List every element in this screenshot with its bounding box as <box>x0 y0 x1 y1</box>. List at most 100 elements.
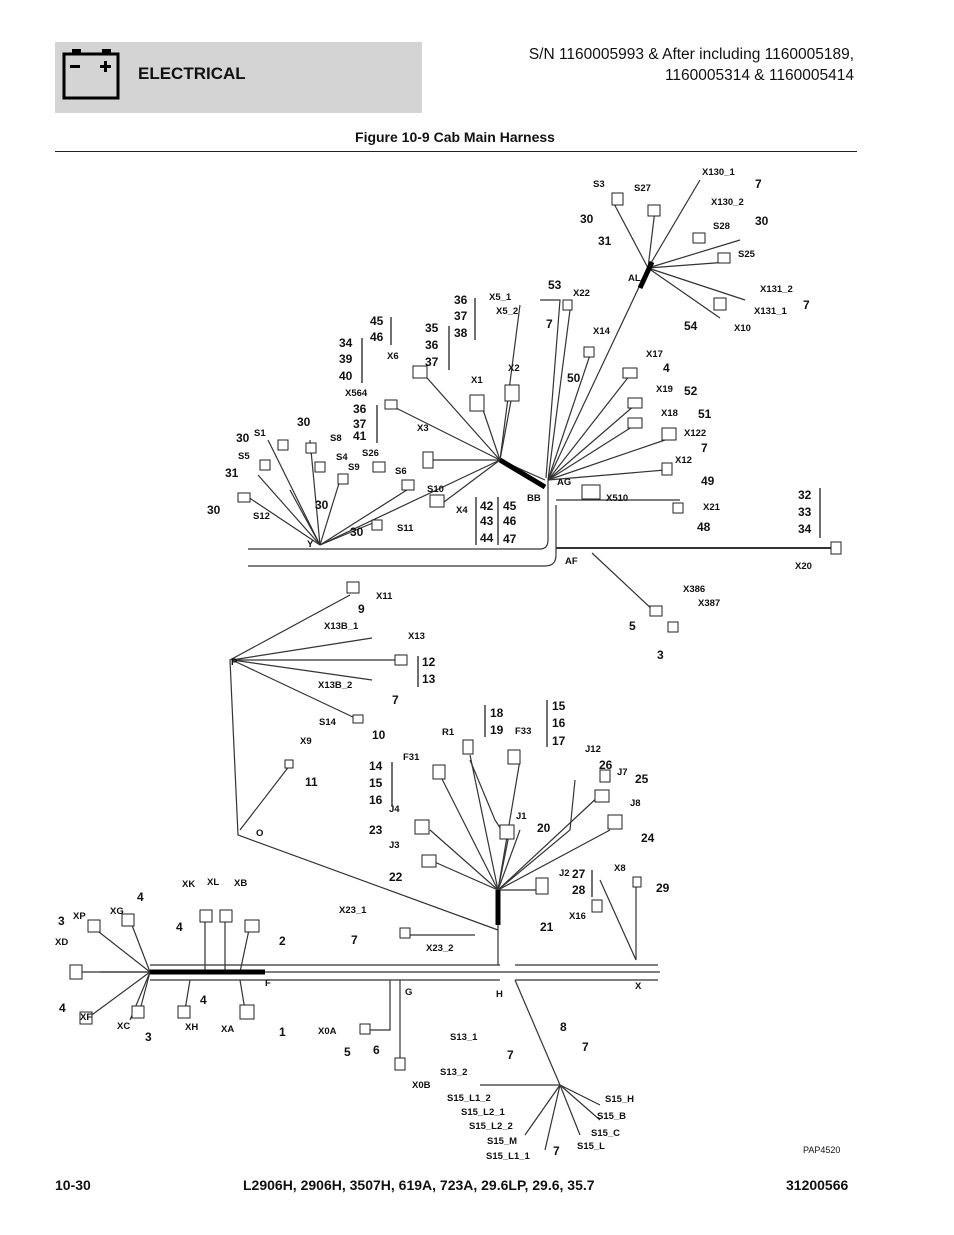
label-S1: S1 <box>254 428 266 439</box>
label-S10: S10 <box>427 484 444 495</box>
callout: 39 <box>339 352 353 366</box>
label-X6: X6 <box>387 351 399 362</box>
callout: 11 <box>305 775 318 789</box>
label-F: F <box>265 978 271 989</box>
label-X131_2: X131_2 <box>760 284 793 295</box>
callout: 19 <box>490 723 504 737</box>
label-P: P <box>231 657 238 668</box>
label-X5_1: X5_1 <box>489 292 512 303</box>
label-X0B: X0B <box>412 1080 431 1091</box>
label-S15_L1_1: S15_L1_1 <box>486 1151 531 1162</box>
bundle-wrap <box>150 260 655 975</box>
callout: 17 <box>552 734 566 748</box>
callout: 7 <box>582 1040 589 1054</box>
label-X5_2: X5_2 <box>496 306 518 317</box>
reference-labels: S3 S27 X130_1 X130_2 S28 S25 AL X131_2 X… <box>55 167 812 1162</box>
label-X22: X22 <box>573 288 590 299</box>
callout: 35 <box>425 321 439 335</box>
callout: 4 <box>176 920 183 934</box>
label-XF: XF <box>80 1012 92 1023</box>
callout: 30 <box>350 525 364 539</box>
label-X386: X386 <box>683 584 705 595</box>
label-X13B_2: X13B_2 <box>318 680 352 691</box>
callout: 31 <box>598 234 612 248</box>
callout: 29 <box>656 881 670 895</box>
label-S26: S26 <box>362 448 379 459</box>
label-X: X <box>635 981 642 992</box>
callout: 45 <box>503 499 517 513</box>
callout: 41 <box>353 429 367 443</box>
label-S27: S27 <box>634 183 651 194</box>
callout: 46 <box>370 330 384 344</box>
label-AF: AF <box>565 556 578 567</box>
label-J12: J12 <box>585 744 601 755</box>
callout: 2 <box>279 934 286 948</box>
callout: 3 <box>657 648 664 662</box>
label-X12: X12 <box>675 455 692 466</box>
label-S15_M: S15_M <box>487 1136 517 1147</box>
label-S5: S5 <box>238 451 250 462</box>
label-X122: X122 <box>684 428 706 439</box>
label-S15_L2_2: S15_L2_2 <box>469 1121 513 1132</box>
callout: 16 <box>369 793 383 807</box>
callout: 30 <box>580 212 594 226</box>
callout: 7 <box>553 1144 560 1158</box>
label-X387: X387 <box>698 598 720 609</box>
label-J8: J8 <box>630 798 641 809</box>
label-Y: Y <box>307 539 314 550</box>
label-S15_B: S15_B <box>597 1111 626 1122</box>
callout: 31 <box>225 466 239 480</box>
callout: 45 <box>370 314 384 328</box>
callout: 38 <box>454 326 468 340</box>
label-S14: S14 <box>319 717 337 728</box>
label-H: H <box>496 989 503 1000</box>
label-X18: X18 <box>661 408 678 419</box>
callout: 12 <box>422 655 436 669</box>
callout: 1 <box>279 1025 286 1039</box>
label-X130_2: X130_2 <box>711 197 744 208</box>
label-XK: XK <box>182 879 195 890</box>
label-X20: X20 <box>795 561 812 572</box>
callout: 7 <box>351 933 358 947</box>
label-XD: XD <box>55 937 68 948</box>
label-X510: X510 <box>606 493 628 504</box>
callout: 51 <box>698 407 712 421</box>
label-S15_C: S15_C <box>591 1128 620 1139</box>
label-X13B_1: X13B_1 <box>324 621 359 632</box>
callout: 15 <box>552 699 566 713</box>
label-XG: XG <box>110 906 124 917</box>
callout: 37 <box>425 355 439 369</box>
model-list: L2906H, 2906H, 3507H, 619A, 723A, 29.6LP… <box>243 1177 595 1193</box>
label-XB: XB <box>234 878 247 889</box>
label-X21: X21 <box>703 502 721 513</box>
callout: 28 <box>572 883 586 897</box>
label-X1: X1 <box>471 375 483 386</box>
callout: 27 <box>572 867 586 881</box>
label-XL: XL <box>207 877 219 888</box>
callout: 4 <box>137 890 144 904</box>
label-X2: X2 <box>508 363 520 374</box>
callout: 36 <box>353 402 367 416</box>
callout: 47 <box>503 532 517 546</box>
serial-line-2: 1160005314 & 1160005414 <box>664 67 854 84</box>
callout: 30 <box>207 503 221 517</box>
label-X4: X4 <box>456 505 468 516</box>
label-S15_H: S15_H <box>605 1094 634 1105</box>
callout: 42 <box>480 499 494 513</box>
label-O: O <box>256 828 263 839</box>
callout: 4 <box>200 993 207 1007</box>
serial-line-1: S/N 1160005993 & After including 1160005… <box>528 46 854 63</box>
label-S13_2: S13_2 <box>440 1067 467 1078</box>
callout: 8 <box>560 1020 567 1034</box>
callout: 9 <box>358 602 365 616</box>
callout: 16 <box>552 716 566 730</box>
callout: 4 <box>59 1001 66 1015</box>
callout: 53 <box>548 278 562 292</box>
callout: 20 <box>537 821 551 835</box>
callout: 48 <box>697 520 711 534</box>
callout: 7 <box>803 298 810 312</box>
callout: 37 <box>454 309 468 323</box>
label-S12: S12 <box>253 511 270 522</box>
label-S15_L2_1: S15_L2_1 <box>461 1107 506 1118</box>
label-S3: S3 <box>593 179 605 190</box>
